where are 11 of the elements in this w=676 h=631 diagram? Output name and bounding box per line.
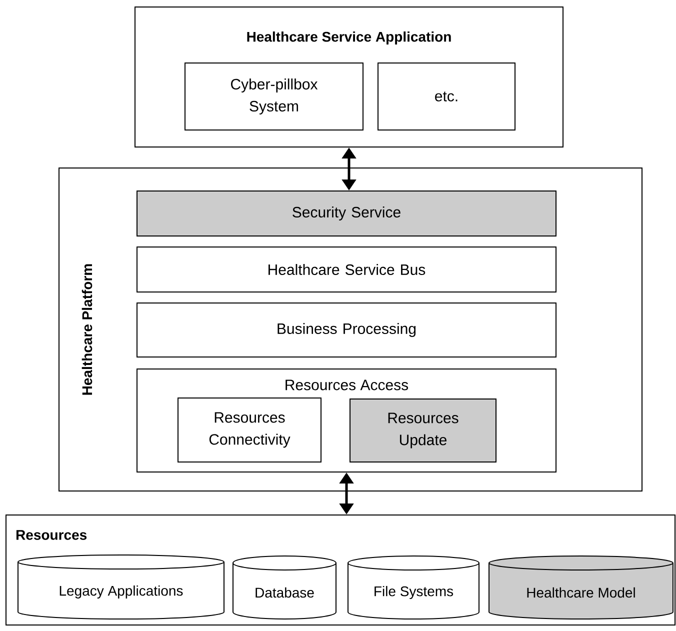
database-cylinder: Legacy Applications [18, 554, 224, 620]
component-box: etc. [378, 62, 516, 130]
database-cylinder: File Systems [348, 556, 480, 620]
component-box: Resources Update [350, 398, 496, 462]
component-box: Resources Connectivity [178, 398, 322, 462]
layer-box: Security Service [136, 190, 556, 236]
layer-box: Healthcare Service Bus [136, 246, 556, 292]
database-cylinder: Database [232, 556, 336, 620]
layer-box: Business Processing [136, 302, 556, 358]
component-box: Cyber-pillbox System [184, 62, 364, 130]
database-cylinder: Healthcare Model [488, 556, 674, 620]
